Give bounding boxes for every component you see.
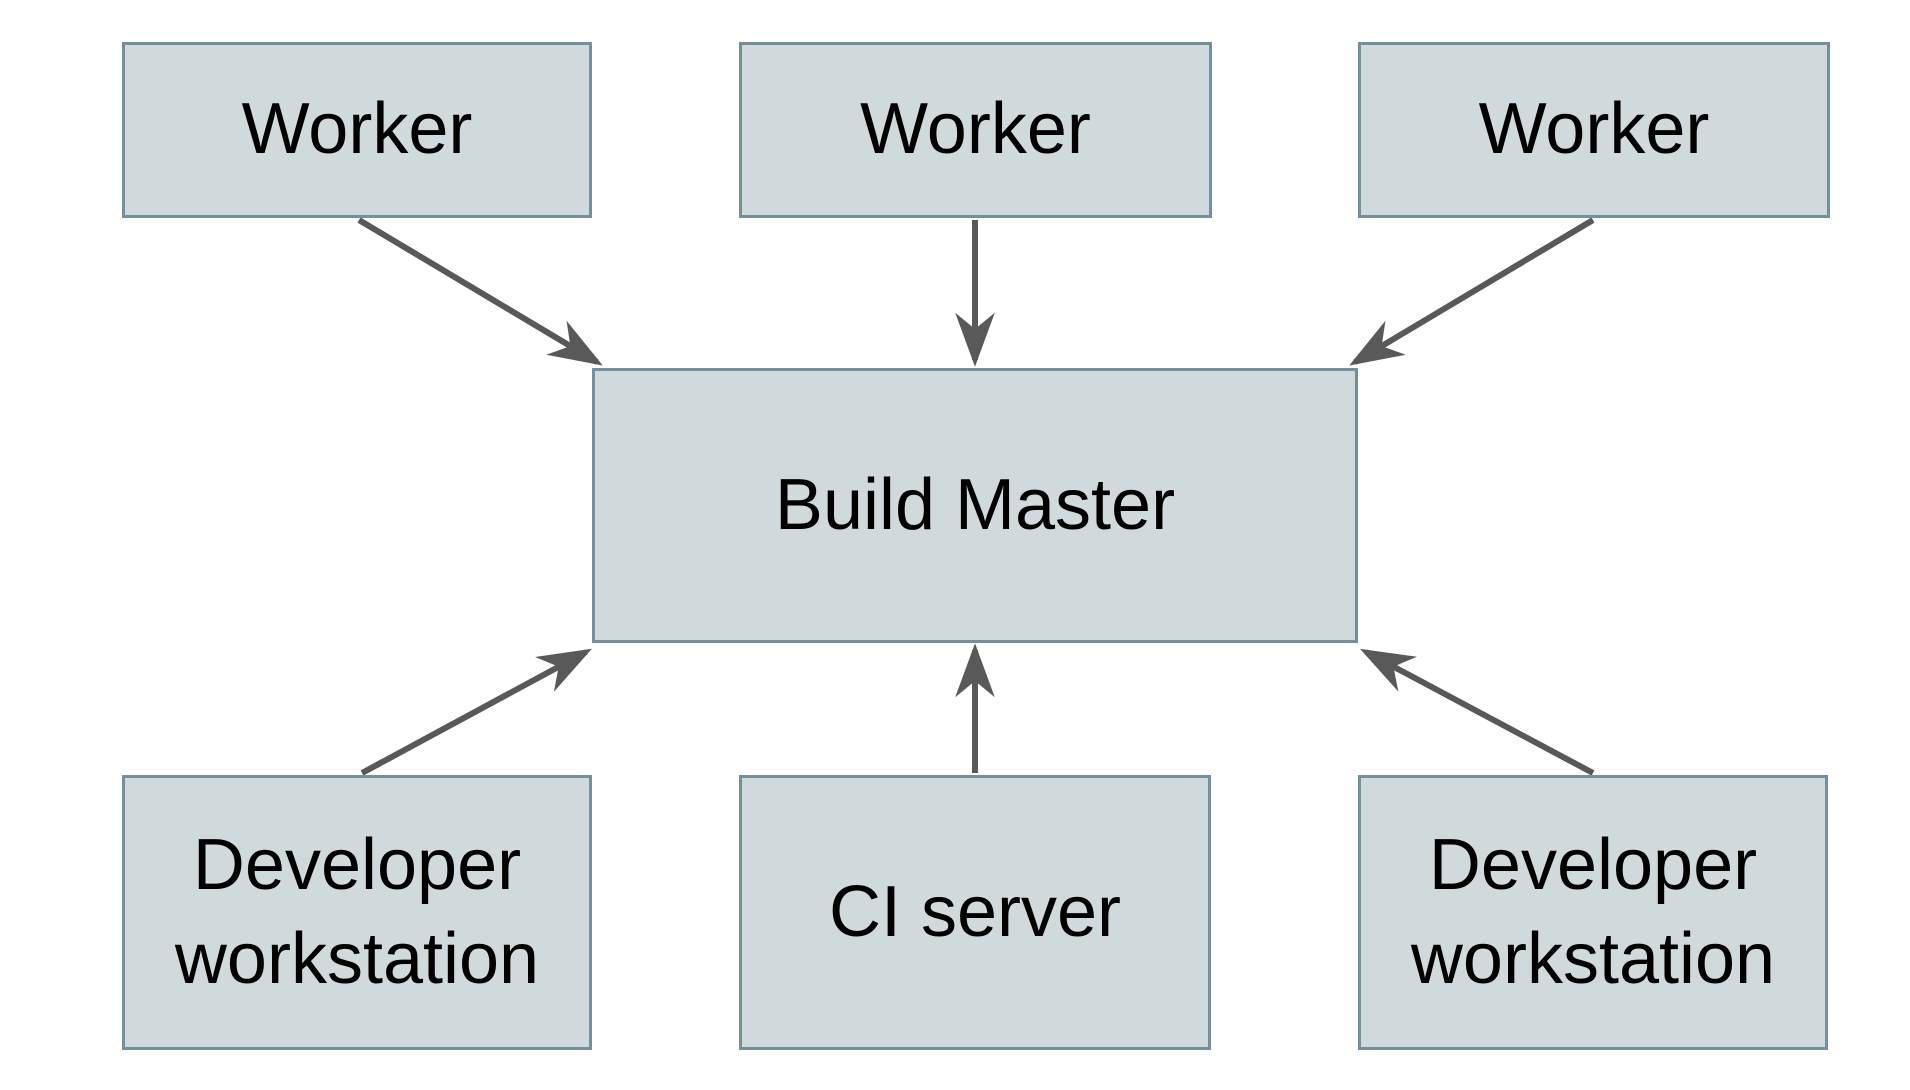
node-developer-workstation-right-label: Developer workstation xyxy=(1410,824,1776,999)
arrow-worker3-to-build-master xyxy=(1349,217,1595,366)
node-build-master: Build Master xyxy=(592,368,1358,643)
node-worker-1-label: Worker xyxy=(241,89,473,170)
node-worker-3: Worker xyxy=(1358,42,1830,218)
node-worker-2: Worker xyxy=(739,42,1212,218)
node-developer-workstation-right: Developer workstation xyxy=(1358,775,1828,1050)
node-ci-server: CI server xyxy=(739,775,1211,1050)
arrow-dev-right-to-build-master xyxy=(1360,648,1595,776)
arrow-worker1-to-build-master xyxy=(357,217,603,366)
node-worker-2-label: Worker xyxy=(860,89,1091,170)
node-worker-3-label: Worker xyxy=(1478,89,1710,170)
node-developer-workstation-left: Developer workstation xyxy=(122,775,592,1050)
node-worker-1: Worker xyxy=(122,42,592,218)
node-ci-server-label: CI server xyxy=(828,871,1122,952)
node-developer-workstation-left-label: Developer workstation xyxy=(174,824,540,999)
arrow-dev-left-to-build-master xyxy=(360,648,592,776)
node-build-master-label: Build Master xyxy=(774,464,1176,545)
